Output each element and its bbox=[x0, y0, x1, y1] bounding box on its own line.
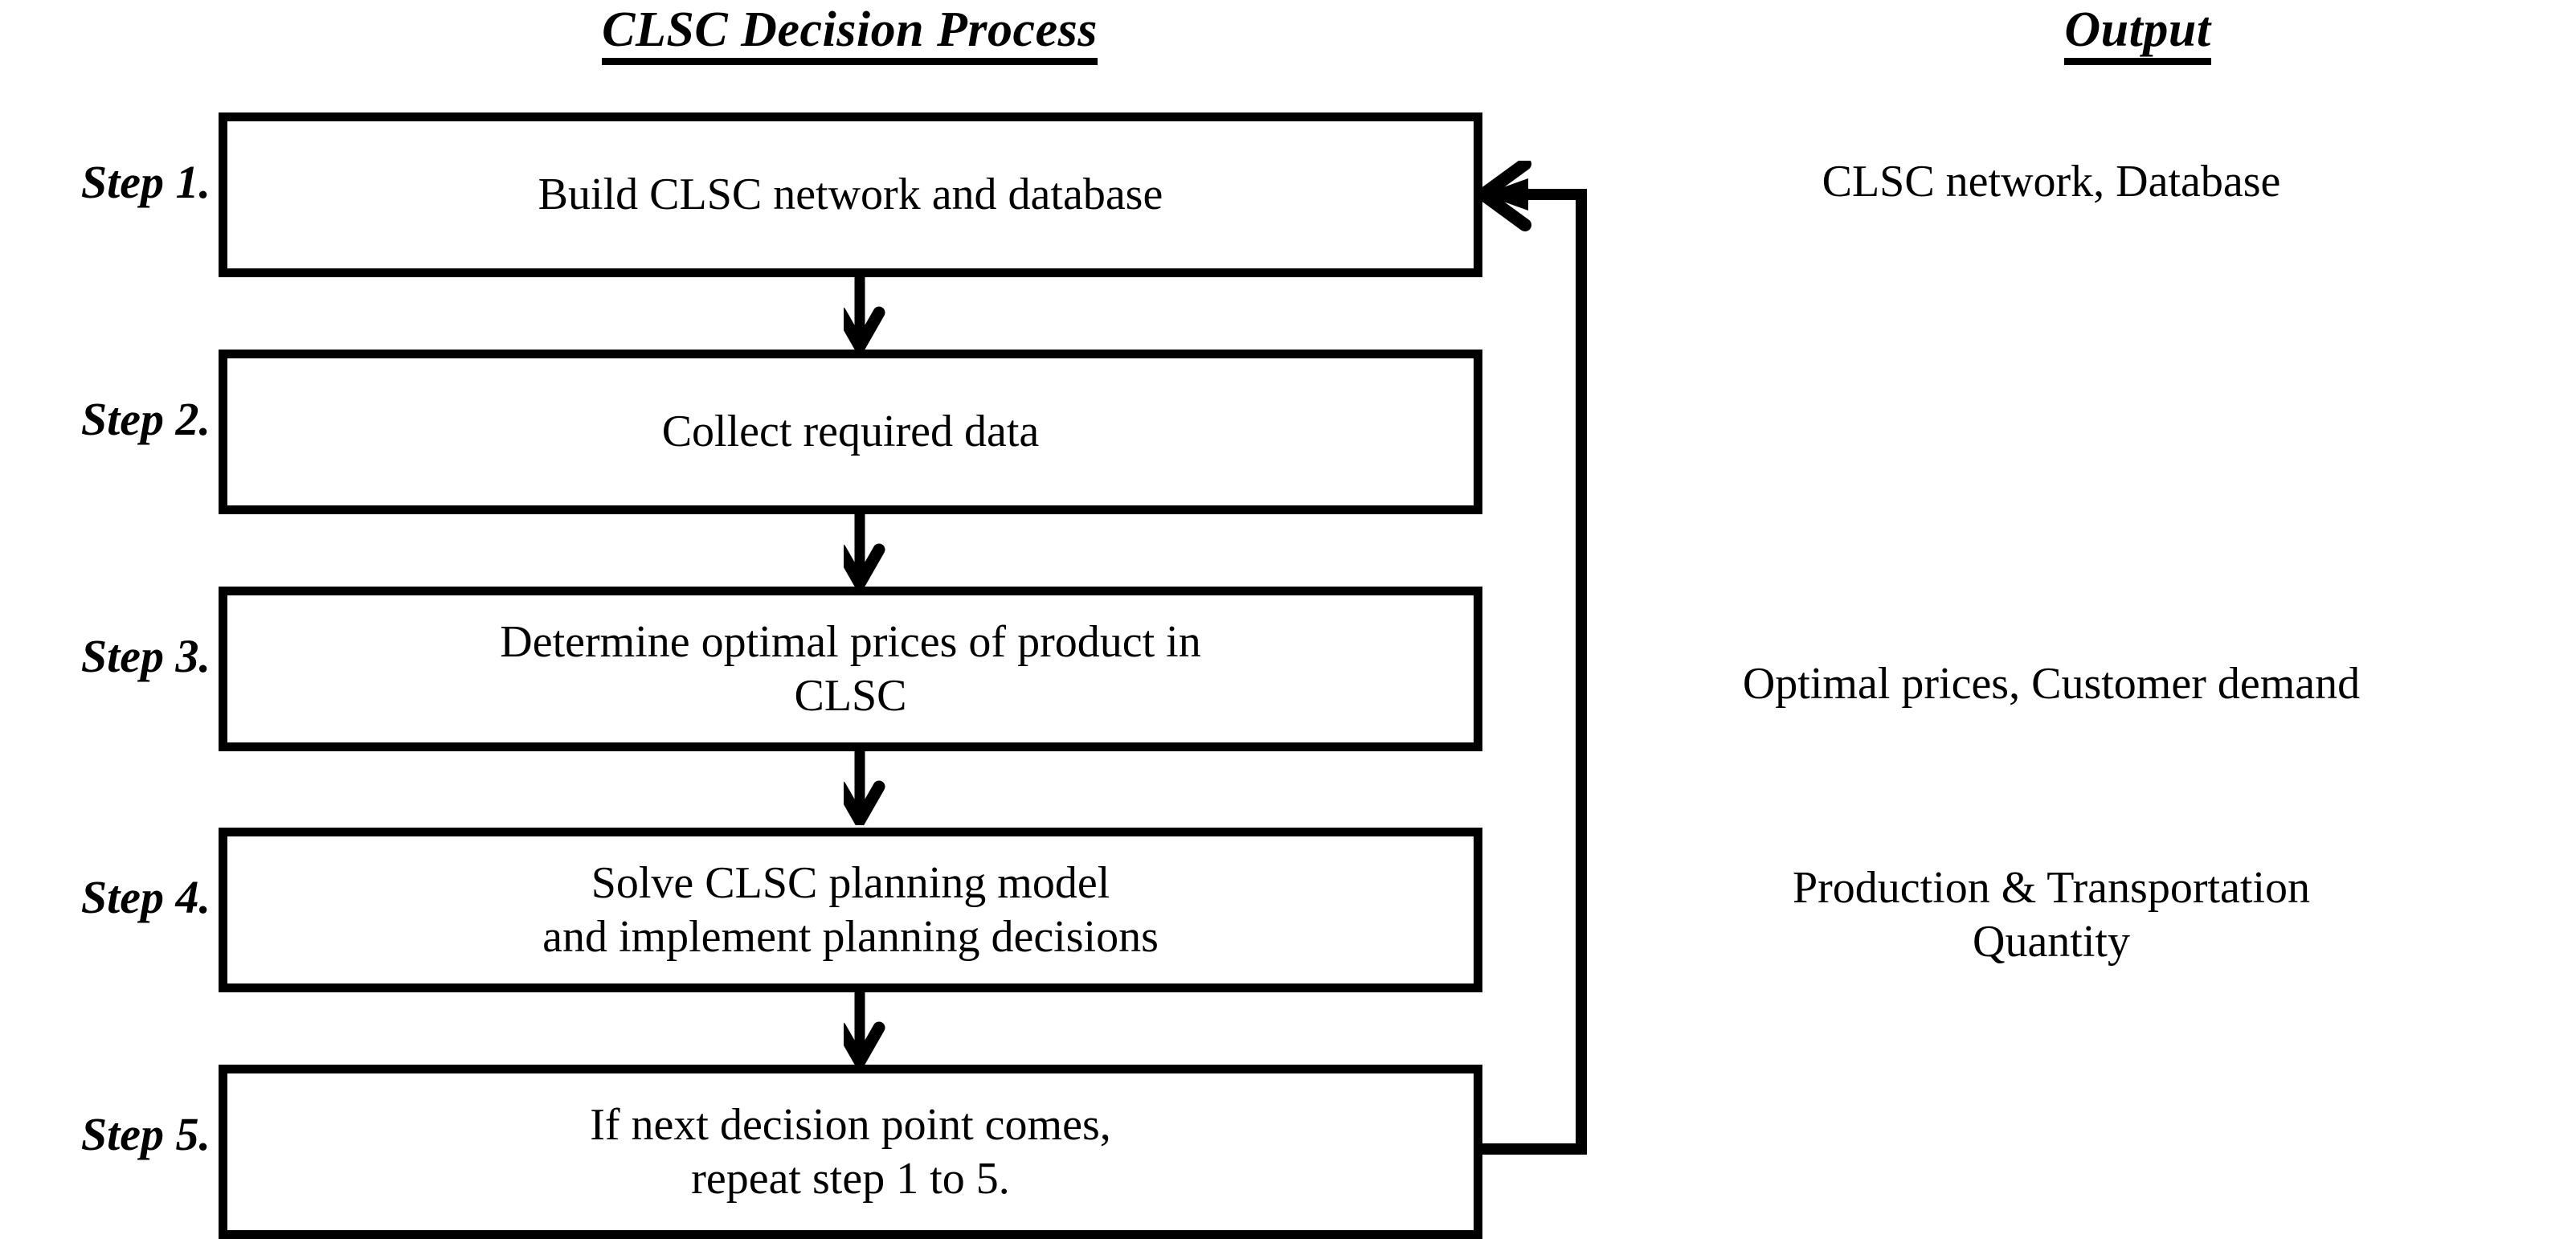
step-box-1-text: Build CLSC network and database bbox=[538, 170, 1163, 220]
step-box-5-text: If next decision point comes, repeat ste… bbox=[590, 1100, 1111, 1204]
step-label-4: Step 4. bbox=[80, 871, 211, 923]
step-box-3[interactable]: Determine optimal prices of product in C… bbox=[219, 587, 1482, 751]
step-box-4[interactable]: Solve CLSC planning model and implement … bbox=[219, 828, 1482, 992]
step-box-1[interactable]: Build CLSC network and database bbox=[219, 112, 1482, 277]
column-header-process: CLSC Decision Process bbox=[0, 5, 1699, 65]
output-text-1: CLSC network, Database bbox=[1822, 157, 2281, 206]
step-box-5[interactable]: If next decision point comes, repeat ste… bbox=[219, 1065, 1482, 1239]
step-box-2-text: Collect required data bbox=[661, 407, 1040, 457]
arrow-step3-to-step4 bbox=[834, 751, 932, 833]
arrow-step2-to-step3 bbox=[834, 514, 932, 596]
column-header-output: Output bbox=[1699, 5, 2576, 65]
arrow-step4-to-step5 bbox=[834, 992, 932, 1074]
step-label-5: Step 5. bbox=[80, 1108, 211, 1160]
output-text-4: Production & Transportation Quantity bbox=[1792, 863, 2311, 967]
step-label-1: Step 1. bbox=[80, 156, 211, 208]
column-header-process-label: CLSC Decision Process bbox=[602, 5, 1098, 65]
step-box-3-text: Determine optimal prices of product in C… bbox=[500, 617, 1201, 721]
arrow-step1-to-step2 bbox=[834, 277, 932, 359]
step-label-3: Step 3. bbox=[80, 630, 211, 682]
output-text-3: Optimal prices, Customer demand bbox=[1742, 659, 2361, 709]
step-box-4-text: Solve CLSC planning model and implement … bbox=[542, 858, 1159, 962]
column-header-output-label: Output bbox=[2064, 5, 2211, 65]
step-box-2[interactable]: Collect required data bbox=[219, 350, 1482, 514]
step-label-2: Step 2. bbox=[80, 393, 211, 445]
